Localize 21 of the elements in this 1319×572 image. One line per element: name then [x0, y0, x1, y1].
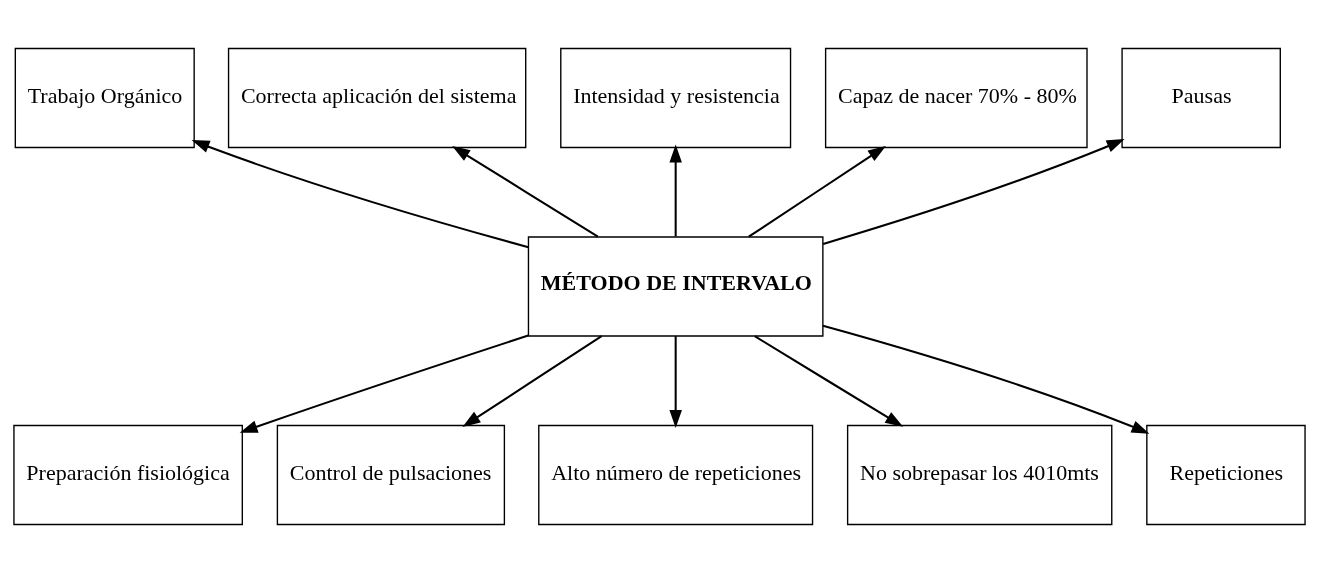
node-box: Repeticiones: [1146, 424, 1306, 525]
arrow: [452, 145, 599, 238]
node-box: Control de pulsaciones: [276, 424, 506, 525]
node-box: Correcta aplicación del sistema: [227, 47, 527, 148]
node-box: Intensidad y resistencia: [560, 47, 792, 148]
arrow: [462, 334, 603, 427]
arrow: [191, 139, 529, 248]
node-box: Pausas: [1121, 47, 1281, 148]
arrow: [239, 334, 529, 433]
node-box: No sobrepasar los 4010mts: [846, 424, 1113, 525]
node-box: MÉTODO DE INTERVALO: [527, 235, 824, 337]
arrow: [748, 145, 886, 238]
node-box: Trabajo Orgánico: [14, 47, 195, 148]
arrow: [822, 324, 1150, 434]
arrow: [669, 144, 682, 236]
node-box: Preparación fisiológica: [13, 424, 243, 525]
arrow: [754, 334, 904, 427]
arrow: [822, 138, 1125, 245]
node-box: Capaz de nacer 70% - 80%: [824, 47, 1088, 148]
arrow: [669, 335, 682, 428]
node-box: Alto número de repeticiones: [538, 424, 814, 525]
